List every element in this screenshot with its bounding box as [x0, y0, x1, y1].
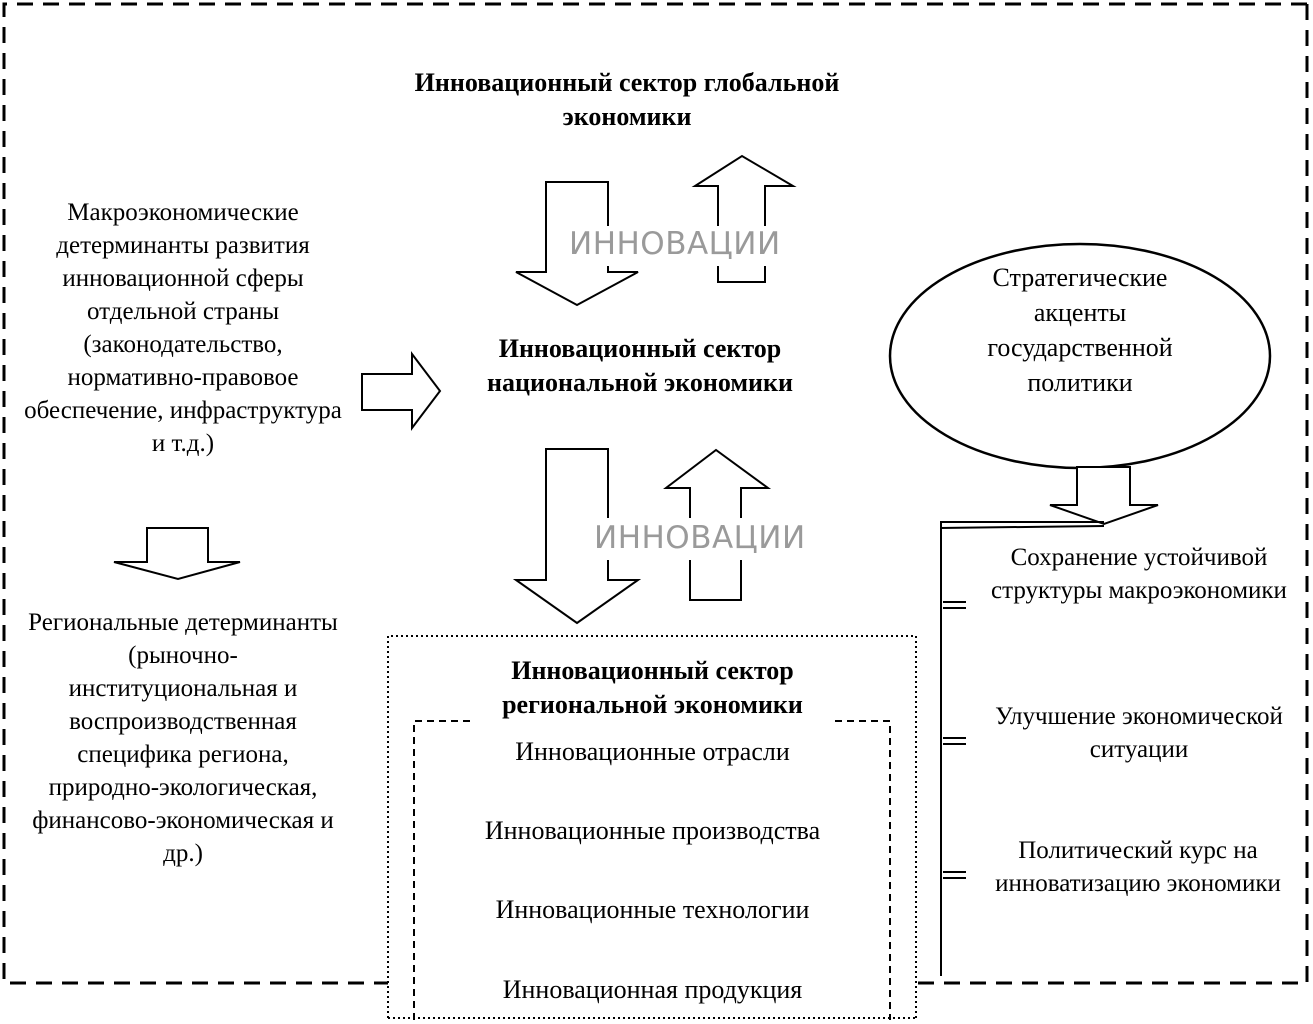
innovations-label-bottom: ИННОВАЦИИ [594, 520, 806, 556]
arrow-down-to-regional-determinants [113, 527, 241, 581]
regional-item-products: Инновационная продукция [502, 975, 803, 1004]
regional-determinants-text: Региональные детерминанты (рыночно-инсти… [28, 609, 338, 867]
arrow-down-to-regional [512, 448, 642, 625]
policy-bracket [939, 521, 1105, 976]
regional-item-productions: Инновационные производства [484, 816, 821, 845]
arrow-right-to-national [361, 351, 442, 431]
policy-item-stable-structure: Сохранение устойчивой структуры макроэко… [991, 544, 1287, 604]
macro-determinants-text: Макроэкономические детерминанты развития… [24, 199, 342, 457]
arrow-down-from-ellipse [1049, 466, 1159, 526]
strategic-accents-text: Стратегические акценты государственной п… [987, 263, 1173, 397]
global-sector-title: Инновационный сектор глобальной экономик… [414, 68, 840, 131]
regional-sector-title: Инновационный сектор региональной эконом… [470, 654, 835, 722]
regional-dotted-box [387, 635, 917, 1018]
policy-item-innovatization: Политический курс на инноватизацию эконо… [995, 837, 1281, 897]
national-sector-title: Инновационный сектор национальной эконом… [487, 334, 793, 397]
regional-item-industries: Инновационные отрасли [515, 737, 790, 766]
policy-item-economic-situation: Улучшение экономической ситуации [995, 703, 1283, 763]
innovations-label-top: ИННОВАЦИИ [569, 226, 781, 262]
regional-item-technologies: Инновационные технологии [495, 895, 810, 924]
regional-inner-dashed-box [413, 720, 891, 1020]
outer-dashed-frame [2, 2, 1309, 985]
